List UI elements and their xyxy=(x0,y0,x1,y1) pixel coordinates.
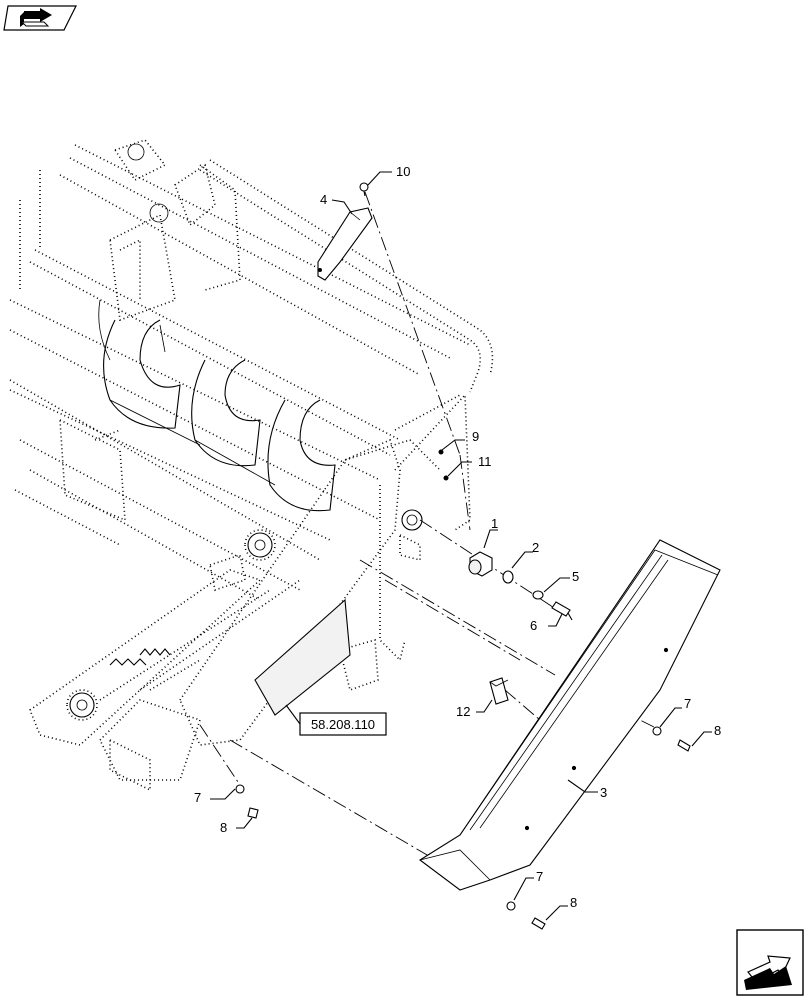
svg-text:8: 8 xyxy=(220,820,227,835)
svg-text:5: 5 xyxy=(572,569,579,584)
callout-9: 9 xyxy=(441,429,479,451)
callout-3: 3 xyxy=(567,779,607,800)
book-arrow-icon[interactable] xyxy=(3,5,77,31)
svg-text:7: 7 xyxy=(536,869,543,884)
header-frame xyxy=(9,139,494,601)
svg-text:6: 6 xyxy=(530,618,537,633)
washer-part-5 xyxy=(532,590,544,600)
svg-text:8: 8 xyxy=(570,895,577,910)
svg-text:2: 2 xyxy=(532,540,539,555)
svg-text:1: 1 xyxy=(491,516,498,531)
reference-box-text: 58.208.110 xyxy=(311,717,375,732)
svg-text:10: 10 xyxy=(396,164,410,179)
callout-4: 4 xyxy=(320,192,353,215)
svg-text:8: 8 xyxy=(714,723,721,738)
washer-part-7-a xyxy=(652,726,662,736)
block-part-12 xyxy=(489,677,509,705)
callout-7b: 7 xyxy=(194,788,236,805)
shield-part-3[interactable] xyxy=(419,539,721,891)
callout-7c: 7 xyxy=(513,869,543,901)
callout-5: 5 xyxy=(543,569,579,593)
fasteners-9-11 xyxy=(438,449,449,481)
callout-8c: 8 xyxy=(545,895,577,921)
callout-10: 10 xyxy=(367,164,410,186)
assembly-lines xyxy=(199,191,661,881)
callout-8a: 8 xyxy=(691,723,721,747)
navigation-arrow-icon[interactable] xyxy=(736,929,804,996)
callout-2: 2 xyxy=(511,540,539,569)
washer-part-7-c xyxy=(506,901,516,911)
callout-11: 11 xyxy=(447,454,492,477)
svg-text:7: 7 xyxy=(194,790,201,805)
callout-7a: 7 xyxy=(659,696,691,728)
washer-part-2 xyxy=(502,570,514,584)
washer-part-7-b xyxy=(235,784,245,794)
feeder-side-panel xyxy=(179,393,471,746)
callout-8b: 8 xyxy=(220,817,253,835)
svg-text:9: 9 xyxy=(472,429,479,444)
callout-1: 1 xyxy=(483,516,498,549)
callout-12: 12 xyxy=(456,699,493,719)
svg-text:12: 12 xyxy=(456,704,470,719)
bolt-part-10 xyxy=(359,182,369,197)
bolt-part-8-a xyxy=(677,739,691,752)
bolt-part-8-b xyxy=(247,807,259,819)
drive-arm-assembly xyxy=(29,529,301,792)
svg-text:4: 4 xyxy=(320,192,327,207)
bolt-part-8-c xyxy=(531,917,546,930)
svg-text:3: 3 xyxy=(600,785,607,800)
bracket-part-4 xyxy=(317,207,373,281)
svg-text:11: 11 xyxy=(478,454,492,469)
bushing-part-1 xyxy=(468,551,493,577)
bolt-part-6 xyxy=(551,601,573,621)
callout-6: 6 xyxy=(530,613,563,633)
svg-text:7: 7 xyxy=(684,696,691,711)
reference-box[interactable]: 58.208.110 xyxy=(285,704,387,736)
